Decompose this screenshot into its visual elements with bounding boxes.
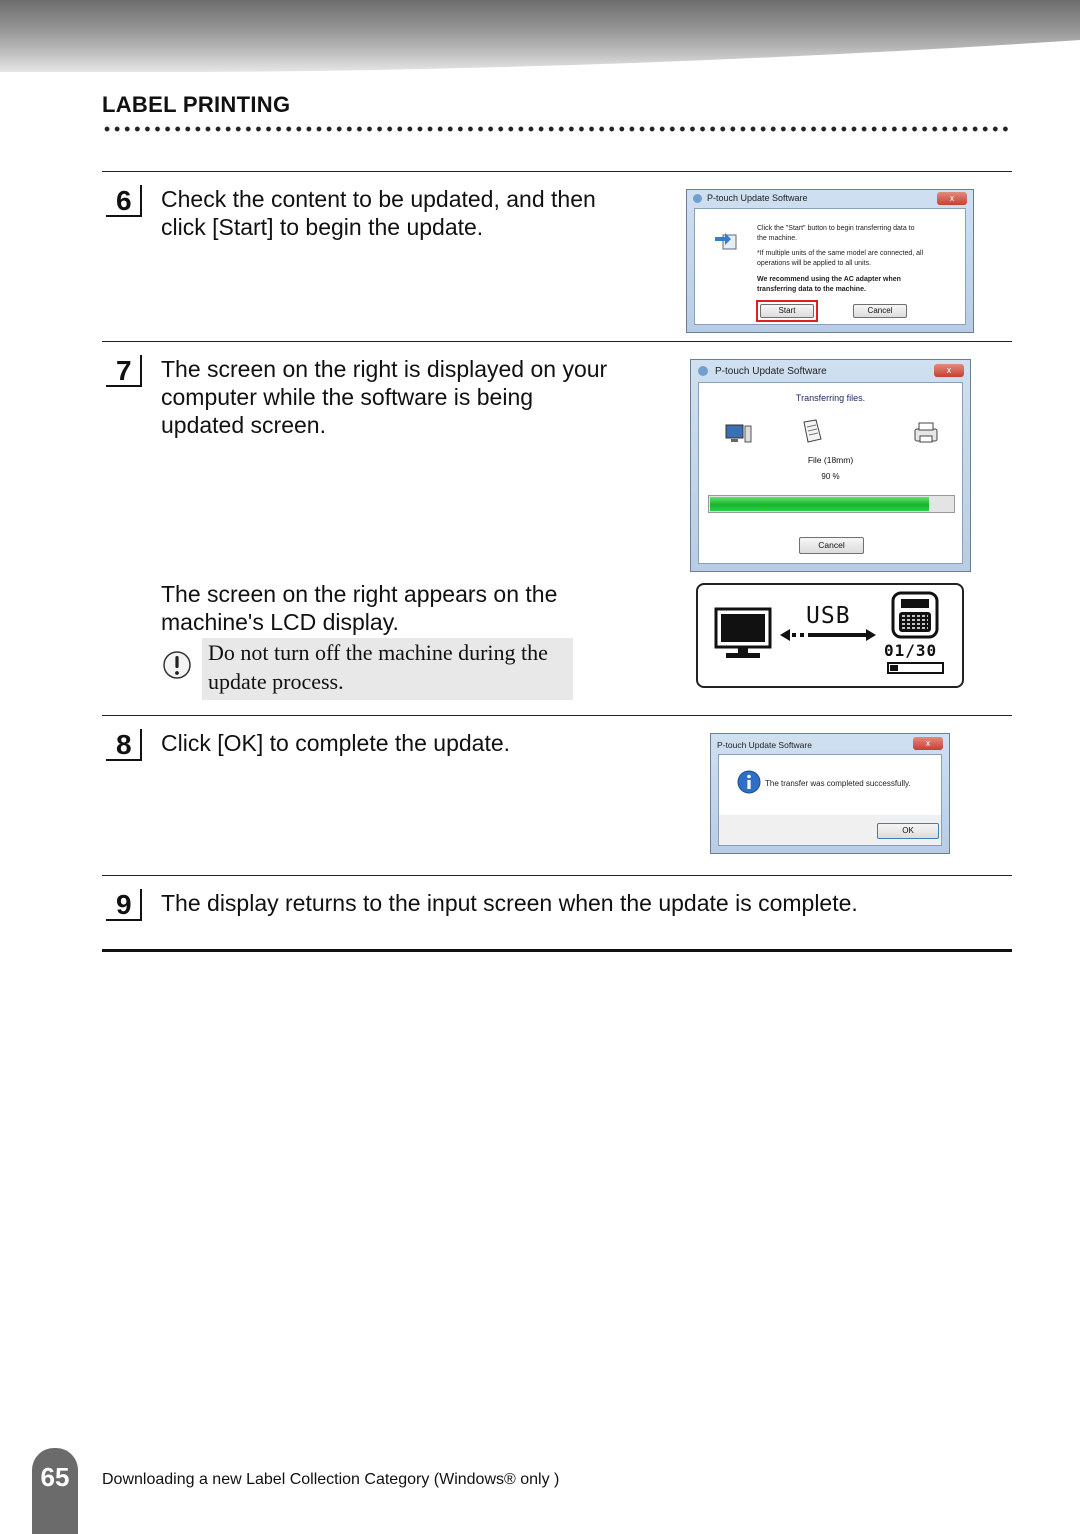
dialog-title: P-touch Update Software <box>717 740 812 750</box>
lcd-progress-fill <box>890 665 898 671</box>
step-number-9: 9 <box>106 889 142 921</box>
msg-line: *If multiple units of the same model are… <box>757 250 924 257</box>
msg-line: the machine. <box>757 234 798 242</box>
section-end-rule <box>102 949 1012 952</box>
msg-line: We recommend using the AC adapter when <box>757 276 901 283</box>
step-divider <box>102 715 1012 716</box>
step-divider <box>102 341 1012 342</box>
progress-fill <box>710 497 929 511</box>
monitor-icon <box>714 607 772 658</box>
msg-line: transferring data to the machine. <box>757 285 866 293</box>
computer-icon <box>725 424 752 443</box>
transfer-file: File (18mm) <box>807 455 854 465</box>
note-line: Do not turn off the machine during the <box>208 640 548 665</box>
section-title: LABEL PRINTING <box>102 92 291 117</box>
progress-bar <box>708 495 955 513</box>
step-7-line: The screen on the right is displayed on … <box>161 356 608 382</box>
complete-dialog: P-touch Update Software x The transfer w… <box>710 733 950 854</box>
lcd-display: USB 01/30 <box>696 583 964 688</box>
start-button[interactable]: Start <box>760 304 814 318</box>
lcd-progress-bar <box>887 662 944 674</box>
close-button[interactable]: x <box>913 737 943 750</box>
app-icon <box>698 366 708 376</box>
step-7-sub-line: machine's LCD display. <box>161 609 399 635</box>
dialog-body: The transfer was completed successfully.… <box>718 754 942 846</box>
label-printer-icon <box>891 591 939 639</box>
app-icon <box>693 194 702 203</box>
dialog-title: P-touch Update Software <box>707 193 808 203</box>
step-7-text: The screen on the right is displayed on … <box>161 355 607 439</box>
caution-icon <box>163 651 191 679</box>
complete-message: The transfer was completed successfully. <box>765 779 911 788</box>
close-button[interactable]: x <box>937 192 967 205</box>
transfer-status: Transferring files. <box>795 393 866 403</box>
dotted-divider <box>102 126 1012 132</box>
step-7-sub-line: The screen on the right appears on the <box>161 581 558 607</box>
lcd-counter: 01/30 <box>884 641 938 660</box>
dialog-title: P-touch Update Software <box>715 366 827 377</box>
step-7-line: computer while the software is being <box>161 384 534 410</box>
step-6-text: Check the content to be updated, and the… <box>161 185 596 241</box>
dialog-body: Transferring files. File (18mm) 90 % Can… <box>698 382 963 564</box>
start-dialog: P-touch Update Software x Click the "Sta… <box>686 189 974 333</box>
step-6-line: click [Start] to begin the update. <box>161 214 484 240</box>
cancel-button[interactable]: Cancel <box>853 304 907 318</box>
msg-line: Click the "Start" button to begin transf… <box>757 225 915 232</box>
step-9-text: The display returns to the input screen … <box>161 889 858 917</box>
step-number-6: 6 <box>106 185 142 217</box>
start-message-3: We recommend using the AC adapter when t… <box>757 275 901 294</box>
footer-text: Downloading a new Label Collection Categ… <box>102 1471 560 1488</box>
step-6-line: Check the content to be updated, and the… <box>161 186 596 212</box>
usb-cable-icon <box>780 629 876 641</box>
step-7-line: updated screen. <box>161 412 326 438</box>
info-icon <box>737 770 761 794</box>
page-tab <box>32 1448 78 1534</box>
step-number-7: 7 <box>106 355 142 387</box>
document-icon <box>803 419 822 443</box>
transfer-dialog: P-touch Update Software x Transferring f… <box>690 359 971 572</box>
step-7-subtext: The screen on the right appears on the m… <box>161 580 557 636</box>
transfer-percent: 90 % <box>821 472 840 481</box>
printer-icon <box>914 422 938 443</box>
step-divider <box>102 875 1012 876</box>
msg-line: operations will be applied to all units. <box>757 259 872 267</box>
caution-note-box <box>202 638 573 700</box>
start-highlight <box>756 300 818 322</box>
cancel-button[interactable]: Cancel <box>799 537 864 554</box>
caution-note-text: Do not turn off the machine during the u… <box>208 638 568 696</box>
start-message-1: Click the "Start" button to begin transf… <box>757 224 915 243</box>
dialog-body: Click the "Start" button to begin transf… <box>694 208 966 325</box>
note-line: update process. <box>208 669 344 694</box>
transfer-icon <box>715 233 737 250</box>
step-8-text: Click [OK] to complete the update. <box>161 729 510 757</box>
step-number-8: 8 <box>106 729 142 761</box>
start-message-2: *If multiple units of the same model are… <box>757 249 923 268</box>
close-button[interactable]: x <box>934 364 964 377</box>
page-number: 65 <box>40 1462 70 1492</box>
ok-button[interactable]: OK <box>877 823 939 839</box>
header-curve <box>0 40 1080 80</box>
step-9-line: The display returns to the input screen … <box>161 890 858 916</box>
step-8-line: Click [OK] to complete the update. <box>161 730 511 756</box>
step-divider <box>102 171 1012 172</box>
usb-label: USB <box>806 603 851 629</box>
